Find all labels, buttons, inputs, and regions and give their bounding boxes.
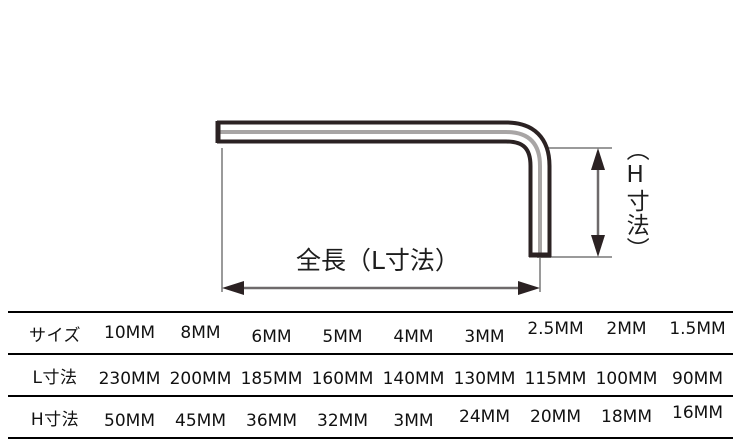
cell-length-6: 115MM <box>520 358 591 401</box>
cell-size-6: 2.5MM <box>520 307 591 351</box>
length-arrow-head-right <box>518 281 540 295</box>
specification-table: サイズ 10MM 8MM 6MM 5MM 4MM 3MM 2.5MM 2MM 1… <box>8 307 733 443</box>
cell-length-7: 100MM <box>591 358 662 401</box>
cell-size-5: 3MM <box>449 315 520 359</box>
hex-key-outer-outline <box>217 120 552 257</box>
cell-height-7: 18MM <box>591 396 662 439</box>
cell-height-8: 16MM <box>662 392 733 435</box>
row-header-length: L寸法 <box>8 354 94 397</box>
cell-height-1: 45MM <box>165 400 236 443</box>
table-row-height: H寸法 50MM 45MM 36MM 32MM 3MM 24MM 20MM 18… <box>8 392 733 443</box>
hex-key-inner-fill <box>217 124 548 257</box>
cell-length-0: 230MM <box>94 358 165 401</box>
cell-height-2: 36MM <box>236 400 307 443</box>
hex-key-centre-line <box>217 130 542 257</box>
height-dimension-label: （H寸法） <box>622 138 649 261</box>
row-header-size: サイズ <box>8 311 94 355</box>
length-arrow-head-left <box>222 281 244 295</box>
cell-length-4: 140MM <box>378 358 449 401</box>
hex-key-illustration <box>215 120 612 295</box>
cell-height-3: 32MM <box>307 400 378 443</box>
row-header-height: H寸法 <box>8 396 94 439</box>
cell-length-3: 160MM <box>307 358 378 401</box>
cell-size-0: 10MM <box>94 311 165 355</box>
length-dimension-label: 全長（L寸法） <box>296 246 460 275</box>
cell-size-7: 2MM <box>591 307 662 351</box>
cell-length-5: 130MM <box>449 358 520 401</box>
height-dimension-arrow <box>591 148 605 257</box>
cell-size-4: 4MM <box>378 315 449 359</box>
cell-height-5: 24MM <box>449 396 520 439</box>
hex-key-diagram: 全長（L寸法） （H寸法） <box>215 120 649 295</box>
table-row-length: L寸法 230MM 200MM 185MM 160MM 140MM 130MM … <box>8 354 733 401</box>
cell-height-6: 20MM <box>520 396 591 439</box>
height-arrow-head-bottom <box>591 235 605 257</box>
length-dimension-arrow <box>222 281 540 295</box>
hex-key-body <box>215 120 552 258</box>
cell-size-2: 6MM <box>236 315 307 359</box>
cell-length-1: 200MM <box>165 358 236 401</box>
height-arrow-head-top <box>591 148 605 170</box>
cell-size-8: 1.5MM <box>662 307 733 351</box>
cell-length-2: 185MM <box>236 358 307 401</box>
cell-size-3: 5MM <box>307 315 378 359</box>
cell-size-1: 8MM <box>165 311 236 355</box>
cell-height-0: 50MM <box>94 400 165 443</box>
cell-height-4: 3MM <box>378 400 449 443</box>
table-row-size: サイズ 10MM 8MM 6MM 5MM 4MM 3MM 2.5MM 2MM 1… <box>8 307 733 359</box>
